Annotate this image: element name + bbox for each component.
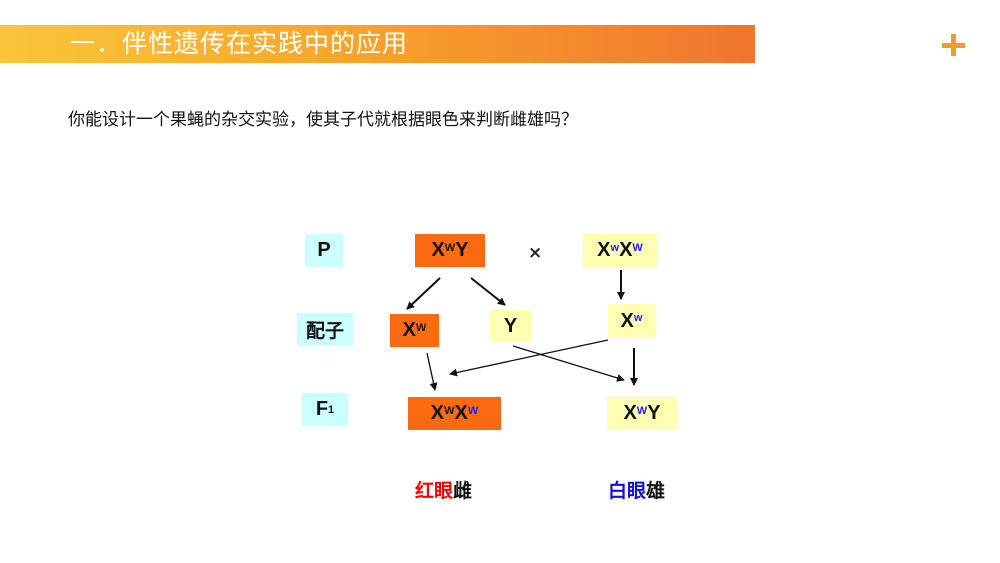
row-label-gamete: 配子 xyxy=(297,313,353,346)
page-title: 一．伴性遗传在实践中的应用 xyxy=(70,29,409,58)
plus-icon xyxy=(938,30,970,62)
cross-symbol: × xyxy=(528,243,543,263)
phenotype-male: 白眼雄 xyxy=(608,480,666,502)
arrow-male-to-x xyxy=(406,277,441,310)
question-text: 你能设计一个果蝇的杂交实验，使其子代就根据眼色来判断雌雄吗？ xyxy=(68,110,578,130)
arrow-male-to-y xyxy=(470,277,506,306)
phenotype-female: 红眼雌 xyxy=(415,480,473,502)
arrow-xw-to-female-offspring xyxy=(449,339,609,377)
arrow-x-to-female-offspring xyxy=(426,352,438,391)
row-label-parent: P xyxy=(305,234,343,267)
gamete-male-y: Y xyxy=(490,310,531,342)
arrow-y-to-male-offspring xyxy=(512,345,625,382)
title-bar: 一．伴性遗传在实践中的应用 xyxy=(0,25,755,63)
